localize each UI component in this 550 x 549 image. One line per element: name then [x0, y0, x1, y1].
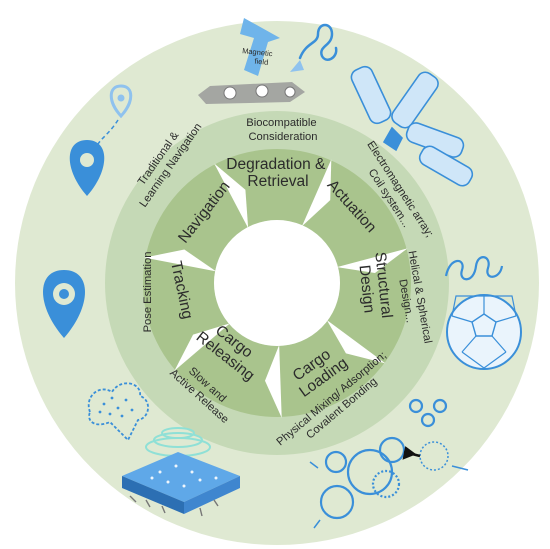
cycle-arrow [326, 319, 386, 364]
cycle-arrow [301, 159, 332, 227]
cycle-segment [146, 162, 250, 269]
cycle-arrow [336, 248, 408, 273]
segment-label-structural-design: Structural Design [354, 251, 395, 325]
magnetic-field-label: Magnetic field [241, 46, 275, 67]
segment-label-degradation: Degradation & Retrieval [226, 156, 329, 190]
cycle-arrow [174, 323, 230, 371]
cycle-arrow [264, 344, 282, 418]
drug-release-scaffold-icon [122, 427, 240, 517]
microtube-chain-icon [350, 65, 474, 187]
cycle-arrow [214, 163, 249, 229]
cycle-segment [218, 149, 336, 227]
outer-label-biocompatible: Biocompatible Consideration [246, 117, 319, 143]
magnetic-field-robot-icon: Magnetic field [198, 18, 338, 104]
cloud-particles-icon [87, 382, 149, 442]
inner-ring [143, 149, 411, 418]
center-hole [214, 220, 340, 346]
location-pin-large-icon [43, 140, 105, 338]
vesicle-cargo-icon [309, 398, 469, 529]
helix-icon [444, 256, 504, 281]
outer-label-pose-estimation: Pose Estimation [142, 252, 154, 333]
fullerene-sphere-icon [446, 294, 522, 370]
cycle-arrow [144, 249, 217, 272]
